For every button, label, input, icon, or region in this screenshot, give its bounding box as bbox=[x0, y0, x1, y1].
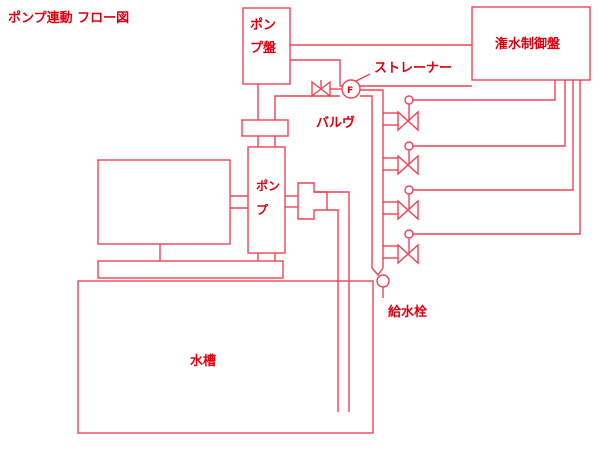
pump bbox=[247, 146, 286, 254]
pump-panel-label-line1: ポン bbox=[250, 17, 276, 33]
motor bbox=[97, 159, 231, 245]
hydrant bbox=[376, 274, 390, 288]
control-line-4 bbox=[409, 80, 581, 235]
irrigation-control-panel bbox=[471, 6, 591, 81]
branch-valve-4 bbox=[383, 229, 419, 265]
pump-label-line2: プ bbox=[256, 202, 269, 217]
diagram-title: ポンプ連動 フロー図 bbox=[8, 10, 129, 26]
control-line-1 bbox=[409, 80, 556, 101]
pump-panel-label-line2: プ盤 bbox=[250, 40, 277, 56]
suction-flange bbox=[297, 182, 328, 220]
suction-pipe-outer bbox=[314, 191, 350, 412]
irrigation-control-panel-label: 潅水制御盤 bbox=[495, 36, 561, 52]
pump-label-line1: ポン bbox=[256, 178, 280, 193]
discharge-pipe bbox=[274, 95, 340, 120]
hydrant-label: 給水栓 bbox=[388, 304, 427, 320]
control-line-2 bbox=[409, 80, 566, 147]
header-pipe-right bbox=[360, 89, 384, 268]
strainer-label: ストレーナー bbox=[374, 61, 452, 76]
pump-top-fitting bbox=[241, 119, 289, 137]
hydrant-riser bbox=[371, 267, 384, 277]
branch-valve-2 bbox=[383, 141, 419, 176]
strainer bbox=[341, 79, 361, 99]
suction-pipe-inner bbox=[327, 209, 339, 412]
control-line-to-pump-panel bbox=[290, 59, 472, 87]
control-line-3 bbox=[409, 80, 574, 191]
water-tank bbox=[77, 280, 374, 434]
branch-valve-3 bbox=[383, 185, 419, 221]
strainer-leader bbox=[355, 73, 371, 82]
header-pipe-left bbox=[360, 95, 373, 268]
branch-valve-1 bbox=[383, 95, 419, 132]
base-platform bbox=[97, 260, 284, 279]
water-tank-label: 水槽 bbox=[190, 353, 216, 369]
valve-label: バルヴ bbox=[316, 115, 355, 131]
strainer-symbol: F bbox=[347, 86, 353, 96]
pump-panel bbox=[242, 7, 291, 85]
